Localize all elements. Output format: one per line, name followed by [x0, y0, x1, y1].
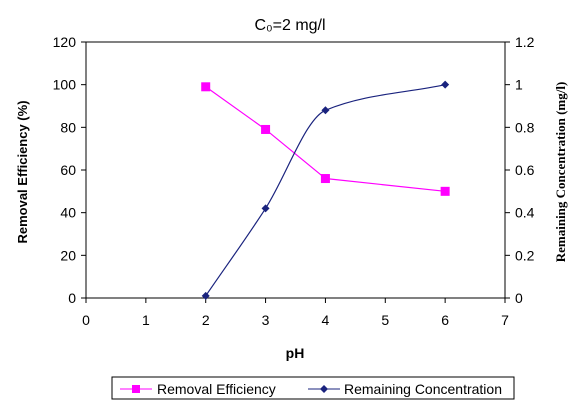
y-left-tick-label: 100 — [53, 77, 77, 93]
data-point-remaining — [201, 291, 210, 300]
series-layer — [201, 80, 450, 300]
y-right-tick-label: 0.6 — [515, 162, 535, 178]
plot-area — [85, 41, 506, 299]
right-axis: 0 0.2 0.4 0.6 0.8 1 1.2 — [505, 34, 535, 306]
legend-box — [111, 376, 515, 400]
left-axis: 0 20 40 60 80 100 120 — [53, 34, 86, 306]
series-line-removal — [205, 86, 446, 192]
legend: Removal Efficiency Remaining Concentrati… — [111, 376, 515, 400]
x-tick-label: 4 — [322, 312, 330, 328]
data-point-removal — [440, 186, 450, 196]
data-point-remaining — [441, 80, 450, 89]
x-tick-label: 0 — [82, 312, 90, 328]
y-right-tick-label: 0.8 — [515, 119, 535, 135]
y-right-tick-label: 0 — [515, 290, 523, 306]
y-left-tick-label: 20 — [60, 247, 76, 263]
y-left-tick-label: 80 — [60, 119, 76, 135]
legend-label-removal: Removal Efficiency — [157, 381, 276, 397]
x-tick-label: 3 — [262, 312, 270, 328]
data-point-removal — [201, 82, 211, 92]
y-left-tick-label: 120 — [53, 34, 77, 50]
y-right-tick-label: 0.4 — [515, 205, 535, 221]
y-right-tick-label: 1 — [515, 77, 523, 93]
series-line-remaining — [205, 84, 446, 297]
legend-label-remaining: Remaining Concentration — [344, 381, 502, 397]
x-axis: 0 1 2 3 4 5 6 7 — [82, 298, 509, 328]
data-point-remaining — [261, 204, 270, 213]
legend-marker-remaining — [320, 385, 328, 393]
y-left-tick-label: 60 — [60, 162, 76, 178]
y-right-tick-label: 0.2 — [515, 247, 535, 263]
y-left-tick-label: 40 — [60, 205, 76, 221]
x-tick-label: 2 — [202, 312, 210, 328]
x-axis-label: pH — [286, 345, 305, 361]
chart-title: C₀=2 mg/l — [254, 17, 325, 34]
y-axis-right-label: Remaining Concentration (mg/l) — [553, 82, 568, 263]
y-left-tick-label: 0 — [68, 290, 76, 306]
data-point-remaining — [321, 106, 330, 115]
x-tick-label: 6 — [441, 312, 449, 328]
y-axis-left-label: Removal Efficiency (%) — [15, 100, 30, 243]
data-point-removal — [261, 124, 271, 134]
x-tick-label: 1 — [142, 312, 150, 328]
data-point-removal — [320, 174, 330, 184]
x-tick-label: 5 — [381, 312, 389, 328]
y-right-tick-label: 1.2 — [515, 34, 535, 50]
legend-marker-removal — [132, 385, 140, 393]
x-tick-label: 7 — [501, 312, 509, 328]
